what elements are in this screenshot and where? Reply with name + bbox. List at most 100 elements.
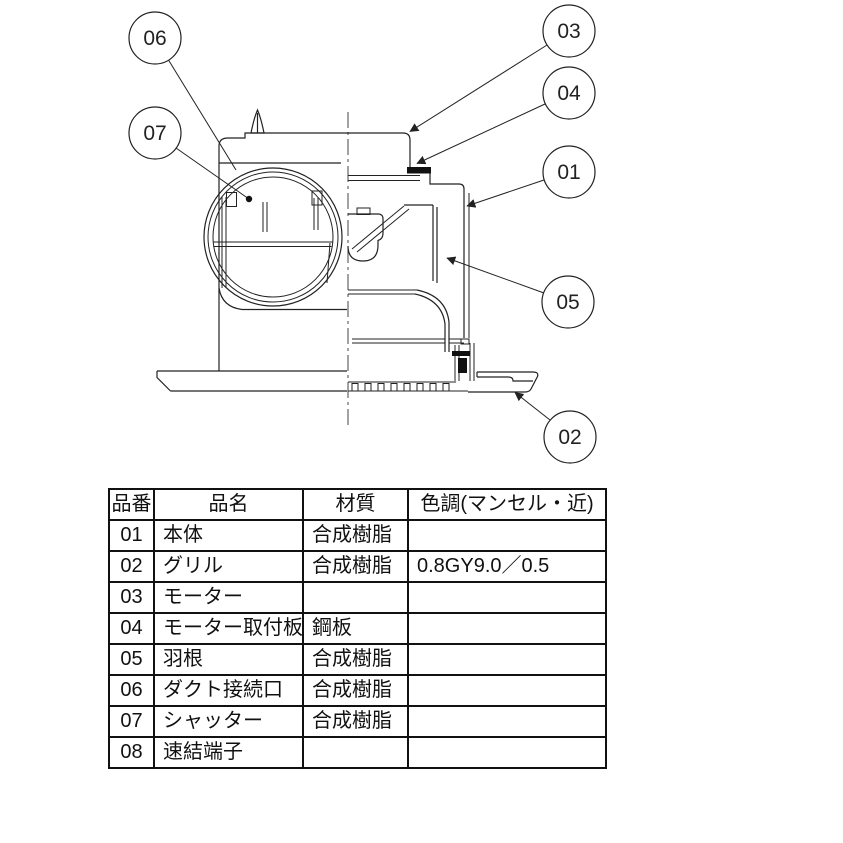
callout-label-06: 06 bbox=[143, 27, 166, 50]
header-part-number: 品番 bbox=[108, 488, 155, 521]
duct-ring-outer bbox=[203, 167, 343, 307]
callout-circle-03 bbox=[542, 4, 596, 58]
housing-bottom-curve bbox=[218, 287, 347, 311]
bracket-clip-a bbox=[452, 351, 470, 356]
callout-label-05: 05 bbox=[556, 291, 579, 314]
callout-balloons: 06 07 03 04 01 05 bbox=[128, 4, 597, 464]
cell-material: 鋼板 bbox=[302, 612, 409, 645]
cell-name: ダクト接続口 bbox=[153, 674, 304, 707]
table-header-row: 品番 品名 材質 色調(マンセル・近) bbox=[108, 488, 607, 521]
shutter-blade-right bbox=[326, 242, 331, 284]
parts-diagram: 06 07 03 04 01 05 bbox=[128, 4, 597, 464]
callout-label-01: 01 bbox=[557, 161, 580, 184]
callout-circle-02 bbox=[543, 410, 597, 464]
header-material: 材質 bbox=[302, 488, 409, 521]
callout-leaders bbox=[168, 44, 551, 421]
duct-ring-mid bbox=[207, 171, 339, 303]
callout-circle-01 bbox=[542, 145, 596, 199]
leader-line-06 bbox=[168, 59, 237, 171]
body-bottom-flange bbox=[352, 338, 464, 344]
callout-circle-07 bbox=[128, 106, 182, 160]
fan-case-wall bbox=[404, 204, 438, 283]
fan-section-view bbox=[347, 167, 475, 381]
cell-color bbox=[407, 736, 607, 769]
table-row: 03 モーター bbox=[108, 581, 607, 614]
motor-mount-plate bbox=[407, 167, 431, 174]
callout-05: 05 bbox=[541, 275, 595, 329]
cell-name: グリル bbox=[153, 550, 304, 583]
cell-code: 03 bbox=[108, 581, 155, 614]
motor-hub-outline bbox=[347, 213, 384, 262]
callout-label-04: 04 bbox=[557, 82, 581, 105]
grille-left-panel bbox=[156, 370, 347, 392]
cell-name: 羽根 bbox=[153, 643, 304, 676]
cell-code: 01 bbox=[108, 519, 155, 552]
cell-color bbox=[407, 519, 607, 552]
cell-material bbox=[302, 581, 409, 614]
flange-lines bbox=[348, 175, 420, 181]
cell-color bbox=[407, 674, 607, 707]
shutter-hinge-left bbox=[226, 192, 237, 207]
cell-code: 06 bbox=[108, 674, 155, 707]
grille-slots bbox=[351, 383, 450, 392]
bracket-clip-c bbox=[460, 338, 470, 345]
table-row: 02 グリル 合成樹脂 0.8GY9.0／0.5 bbox=[108, 550, 607, 583]
callout-02: 02 bbox=[543, 410, 597, 464]
ceiling-grille bbox=[156, 370, 539, 393]
fan-side-view bbox=[203, 108, 411, 371]
callout-circle-04 bbox=[542, 66, 596, 120]
table-row: 04 モーター取付板 鋼板 bbox=[108, 612, 607, 645]
shutter-side-rail bbox=[221, 197, 227, 288]
cell-material: 合成樹脂 bbox=[302, 674, 409, 707]
header-part-name: 品名 bbox=[153, 488, 304, 521]
casing-outer-wall bbox=[429, 173, 465, 338]
callout-label-03: 03 bbox=[557, 20, 580, 43]
mounting-bracket-spike bbox=[250, 108, 265, 134]
cell-code: 08 bbox=[108, 736, 155, 769]
callout-circle-06 bbox=[128, 11, 182, 65]
bracket-clip-b bbox=[458, 358, 467, 373]
cell-code: 07 bbox=[108, 705, 155, 738]
cell-name: シャッター bbox=[153, 705, 304, 738]
cell-material: 合成樹脂 bbox=[302, 705, 409, 738]
cell-code: 04 bbox=[108, 612, 155, 645]
leader-line-01 bbox=[466, 179, 545, 208]
cell-name: 本体 bbox=[153, 519, 304, 552]
cell-material: 合成樹脂 bbox=[302, 643, 409, 676]
cell-name: モーター取付板 bbox=[153, 612, 304, 645]
callout-04: 04 bbox=[542, 66, 596, 120]
callout-01: 01 bbox=[542, 145, 596, 199]
cell-code: 05 bbox=[108, 643, 155, 676]
table-row: 05 羽根 合成樹脂 bbox=[108, 643, 607, 676]
cell-color bbox=[407, 643, 607, 676]
leader-line-04 bbox=[416, 103, 546, 165]
parts-table: 品番 品名 材質 色調(マンセル・近) 01 本体 合成樹脂 02 グリル 合成… bbox=[108, 488, 607, 769]
housing-outline bbox=[218, 132, 411, 371]
cell-code: 02 bbox=[108, 550, 155, 583]
cell-color: 0.8GY9.0／0.5 bbox=[407, 550, 607, 583]
outlet-curve bbox=[414, 289, 450, 352]
cell-material: 合成樹脂 bbox=[302, 550, 409, 583]
table-row: 06 ダクト接続口 合成樹脂 bbox=[108, 674, 607, 707]
leader-line-02 bbox=[514, 392, 551, 421]
leader-line-07 bbox=[175, 147, 250, 200]
leader-line-05 bbox=[446, 256, 545, 294]
scroll-diagonal bbox=[351, 205, 410, 253]
table-row: 01 本体 合成樹脂 bbox=[108, 519, 607, 552]
header-color-tone: 色調(マンセル・近) bbox=[407, 488, 607, 521]
table-row: 07 シャッター 合成樹脂 bbox=[108, 705, 607, 738]
callout-06: 06 bbox=[128, 11, 182, 65]
duct-ring-inner bbox=[212, 176, 334, 298]
shutter-hinge-right bbox=[311, 190, 323, 206]
cell-color bbox=[407, 612, 607, 645]
shutter-blade-edge bbox=[213, 241, 333, 247]
cell-material bbox=[302, 736, 409, 769]
case-bottom-lines bbox=[348, 289, 417, 295]
cell-color bbox=[407, 705, 607, 738]
cell-name: 速結端子 bbox=[153, 736, 304, 769]
callout-07: 07 bbox=[128, 106, 182, 160]
callout-label-02: 02 bbox=[558, 426, 581, 449]
cell-name: モーター bbox=[153, 581, 304, 614]
callout-circle-05 bbox=[541, 275, 595, 329]
